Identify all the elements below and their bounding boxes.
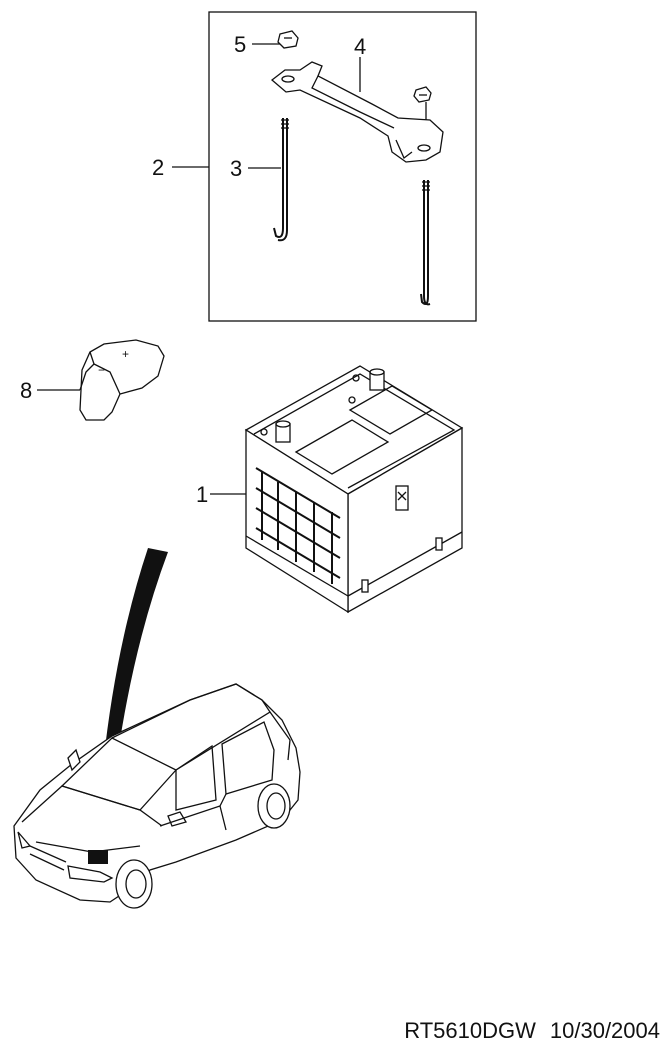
callout-5: 5: [234, 32, 246, 57]
callout-1: 1: [196, 482, 208, 507]
battery-grid: [255, 467, 341, 584]
j-bolt-part-3: [273, 118, 289, 242]
callout-8: 8: [20, 378, 32, 403]
vehicle-illustration: [13, 683, 301, 909]
callout-3: 3: [230, 156, 242, 181]
callout-4: 4: [354, 34, 366, 59]
nut-part-5: [277, 30, 432, 103]
battery-part-1: [244, 365, 464, 614]
svg-text:+: +: [122, 347, 129, 361]
hold-down-bracket-part-4: [270, 61, 444, 163]
diagram-code: RT5610DGW: [404, 1018, 536, 1043]
j-bolt-part-3-right: [420, 102, 431, 306]
svg-text:−: −: [98, 363, 105, 377]
diagram-date: 10/30/2004: [549, 1018, 660, 1043]
diagram-footer: RT5610DGW 10/30/2004: [330, 1018, 660, 1044]
kit-frame: [208, 11, 477, 322]
terminal-cover-part-8: + −: [79, 339, 165, 421]
callout-2: 2: [152, 155, 164, 180]
